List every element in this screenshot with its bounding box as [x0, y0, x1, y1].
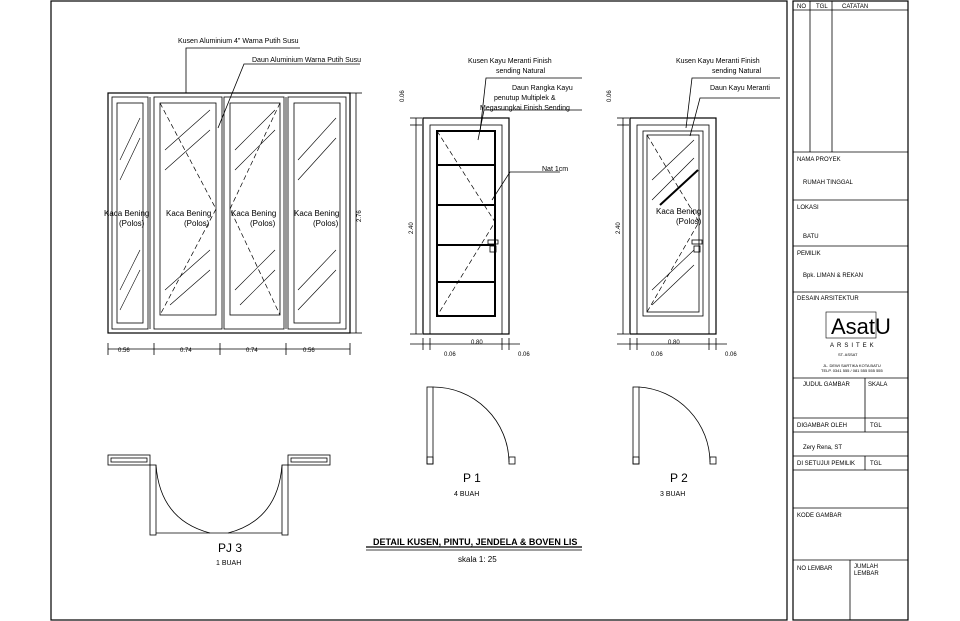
- p1-frame-label-line1: Kusen Kayu Meranti Finish: [468, 58, 552, 65]
- tb-judul-label: JUDUL GAMBAR: [803, 382, 850, 388]
- pj3-glass-1-line1: Kaca Bening: [104, 209, 149, 218]
- p1-height: 2.40: [409, 222, 415, 234]
- p2-name: P 2: [670, 471, 688, 485]
- pj3-leaf-label: Daun Aluminium Warna Putih Susu: [252, 57, 361, 64]
- tb-no-header: NO: [797, 4, 806, 10]
- pj3-glass-4-line2: (Polos): [313, 219, 339, 228]
- tb-pemilik: Bpk. LIMAN & REKAN: [803, 273, 863, 279]
- p1-dim-width: 0.80: [471, 340, 483, 346]
- pj3-glass-4-line1: Kaca Bening: [294, 209, 339, 218]
- p1-groove-label: Nat 1cm: [542, 166, 568, 173]
- pj3-elevation: [107, 47, 362, 355]
- pj3-dim-1: 0.56: [118, 348, 130, 354]
- tb-digambar: Zery Rena, ST: [803, 445, 842, 451]
- drawing-border: [50, 0, 788, 621]
- p1-plan: [426, 386, 516, 465]
- p2-top-dim: 0.06: [607, 90, 613, 102]
- sheet-scale: skala 1: 25: [458, 555, 497, 564]
- tb-logo-line2: JL. DEWI SARTIKA KOTA BATU: [823, 363, 881, 368]
- asatu-logo: [825, 311, 877, 339]
- p1-name: P 1: [463, 471, 481, 485]
- tb-desain-label: DESAIN ARSITEKTUR: [797, 296, 859, 302]
- p1-elevation: [410, 77, 582, 350]
- pj3-dim-4: 0.56: [303, 348, 315, 354]
- p2-leaf-label: Daun Kayu Meranti: [710, 85, 770, 92]
- tb-pemilik-label: PEMILIK: [797, 251, 821, 257]
- tb-no-lembar-label: NO LEMBAR: [797, 566, 833, 572]
- pj3-glass-3-line2: (Polos): [250, 219, 276, 228]
- tb-tgl-header: TGL: [816, 4, 828, 10]
- sheet-title: DETAIL KUSEN, PINTU, JENDELA & BOVEN LIS: [373, 537, 577, 547]
- title-block-border: [792, 0, 909, 621]
- title-block-grid: [793, 1, 908, 620]
- tb-logo: AsatU: [831, 314, 891, 339]
- tb-disetujui-label: DI SETUJUI PEMILIK: [797, 461, 855, 467]
- tb-tgl3: TGL: [870, 461, 882, 467]
- tb-lokasi-label: LOKASI: [797, 205, 819, 211]
- p2-plan: [632, 386, 717, 465]
- p2-height: 2.40: [616, 222, 622, 234]
- tb-lembar-label: LEMBAR: [854, 571, 879, 577]
- p1-leaf-label-line3: Megasungkai Finish Sending: [480, 105, 570, 112]
- pj3-name: PJ 3: [218, 541, 242, 555]
- p2-glass-line2: (Polos): [676, 217, 702, 226]
- tb-digambar-label: DIGAMBAR OLEH: [797, 423, 847, 429]
- pj3-glass-1-line2: (Polos): [119, 219, 145, 228]
- pj3-frame-label: Kusen Aluminium 4" Warna Putih Susu: [178, 38, 299, 45]
- p2-dim-right: 0.06: [725, 352, 737, 358]
- p2-qty: 3 BUAH: [660, 491, 685, 498]
- tb-logo-line3: TELP. 0341 555 / 081 555 555 555: [821, 368, 884, 373]
- p2-elevation: [617, 77, 780, 350]
- p1-leaf-label-line1: Daun Rangka Kayu: [512, 85, 573, 92]
- pj3-height: 2.76: [357, 210, 363, 222]
- pj3-plan: [107, 454, 331, 536]
- p1-top-dim: 0.06: [400, 90, 406, 102]
- p2-frame-label-line1: Kusen Kayu Meranti Finish: [676, 58, 760, 65]
- p2-frame-label-line2: sending Natural: [712, 68, 761, 75]
- tb-lokasi: BATU: [803, 234, 819, 240]
- tb-tgl2: TGL: [870, 423, 882, 429]
- tb-kode-label: KODE GAMBAR: [797, 513, 842, 519]
- p2-dim-left: 0.06: [651, 352, 663, 358]
- tb-catatan-header: CATATAN: [842, 4, 868, 10]
- p1-frame-label-line2: sending Natural: [496, 68, 545, 75]
- tb-logo-line1: ST. ASSAT: [838, 352, 858, 357]
- tb-nama-proyek: RUMAH TINGGAL: [803, 180, 854, 186]
- tb-nama-proyek-label: NAMA PROYEK: [797, 157, 841, 163]
- tb-logo-sub: ARSITEK: [830, 343, 877, 349]
- tb-jumlah-label: JUMLAH: [854, 564, 878, 570]
- p2-dim-width: 0.80: [668, 340, 680, 346]
- pj3-qty: 1 BUAH: [216, 560, 241, 567]
- p1-dim-left: 0.06: [444, 352, 456, 358]
- p2-glass-line1: Kaca Bening: [656, 207, 701, 216]
- p1-leaf-label-line2: penutup Multiplek &: [494, 95, 556, 102]
- pj3-glass-2-line2: (Polos): [184, 219, 210, 228]
- pj3-glass-2-line1: Kaca Bening: [166, 209, 211, 218]
- p1-dim-right: 0.06: [518, 352, 530, 358]
- pj3-dim-2: 0.74: [180, 348, 192, 354]
- p1-qty: 4 BUAH: [454, 491, 479, 498]
- pj3-dim-3: 0.74: [246, 348, 258, 354]
- pj3-glass-3-line1: Kaca Bening: [231, 209, 276, 218]
- tb-skala-label: SKALA: [868, 382, 887, 388]
